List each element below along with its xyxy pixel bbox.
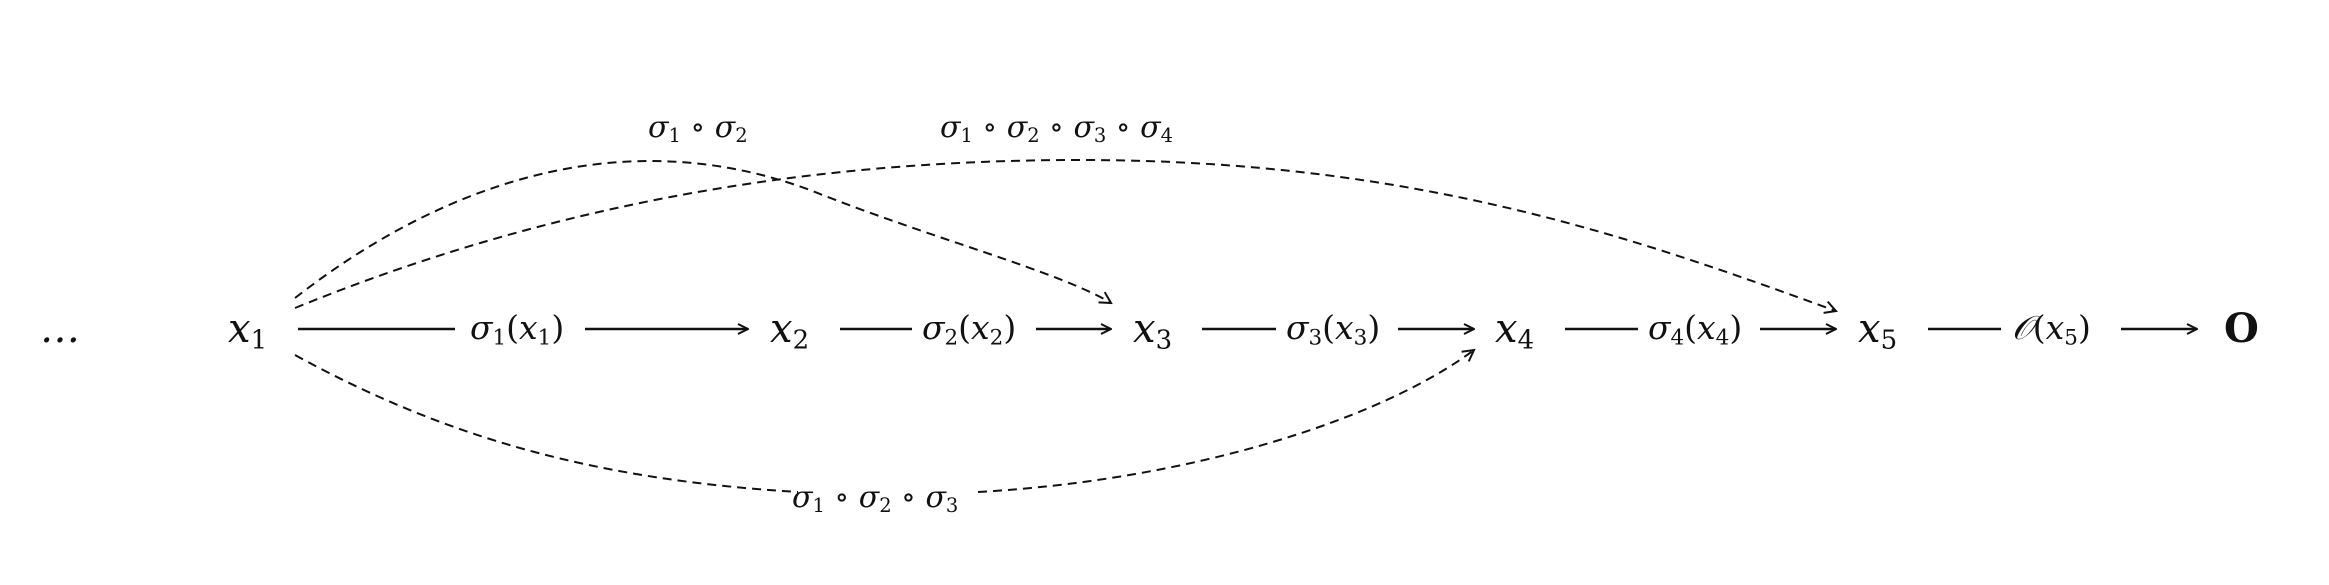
composition-arc-x1-x5	[294, 158, 1836, 311]
composition-label-x1-x3: σ1 ∘ σ2	[648, 110, 748, 147]
node-output-O: O	[2224, 305, 2259, 352]
composition-arc-x1-x3	[294, 160, 1111, 303]
edge-label-sigma4: σ4(x4)	[1648, 308, 1743, 351]
node-x1: x1	[228, 306, 268, 356]
edge-label-sigma1: σ1(x1)	[470, 308, 565, 351]
node-x5: x5	[1858, 306, 1898, 356]
node-x3: x3	[1133, 306, 1173, 356]
node-x2: x2	[770, 306, 810, 356]
node-ellipsis: …	[40, 306, 80, 352]
dashed-edges	[294, 158, 1836, 493]
edge-label-sigma3: σ3(x3)	[1286, 308, 1381, 351]
node-x4: x4	[1495, 306, 1535, 356]
edge-label-observation: 𝒪(x5)	[2012, 308, 2091, 351]
edge-label-sigma2: σ2(x2)	[922, 308, 1017, 351]
composition-label-x1-x5: σ1 ∘ σ2 ∘ σ3 ∘ σ4	[940, 110, 1174, 147]
composition-arc-x1-x4	[294, 350, 1474, 493]
composition-label-x1-x4: σ1 ∘ σ2 ∘ σ3	[792, 480, 959, 517]
